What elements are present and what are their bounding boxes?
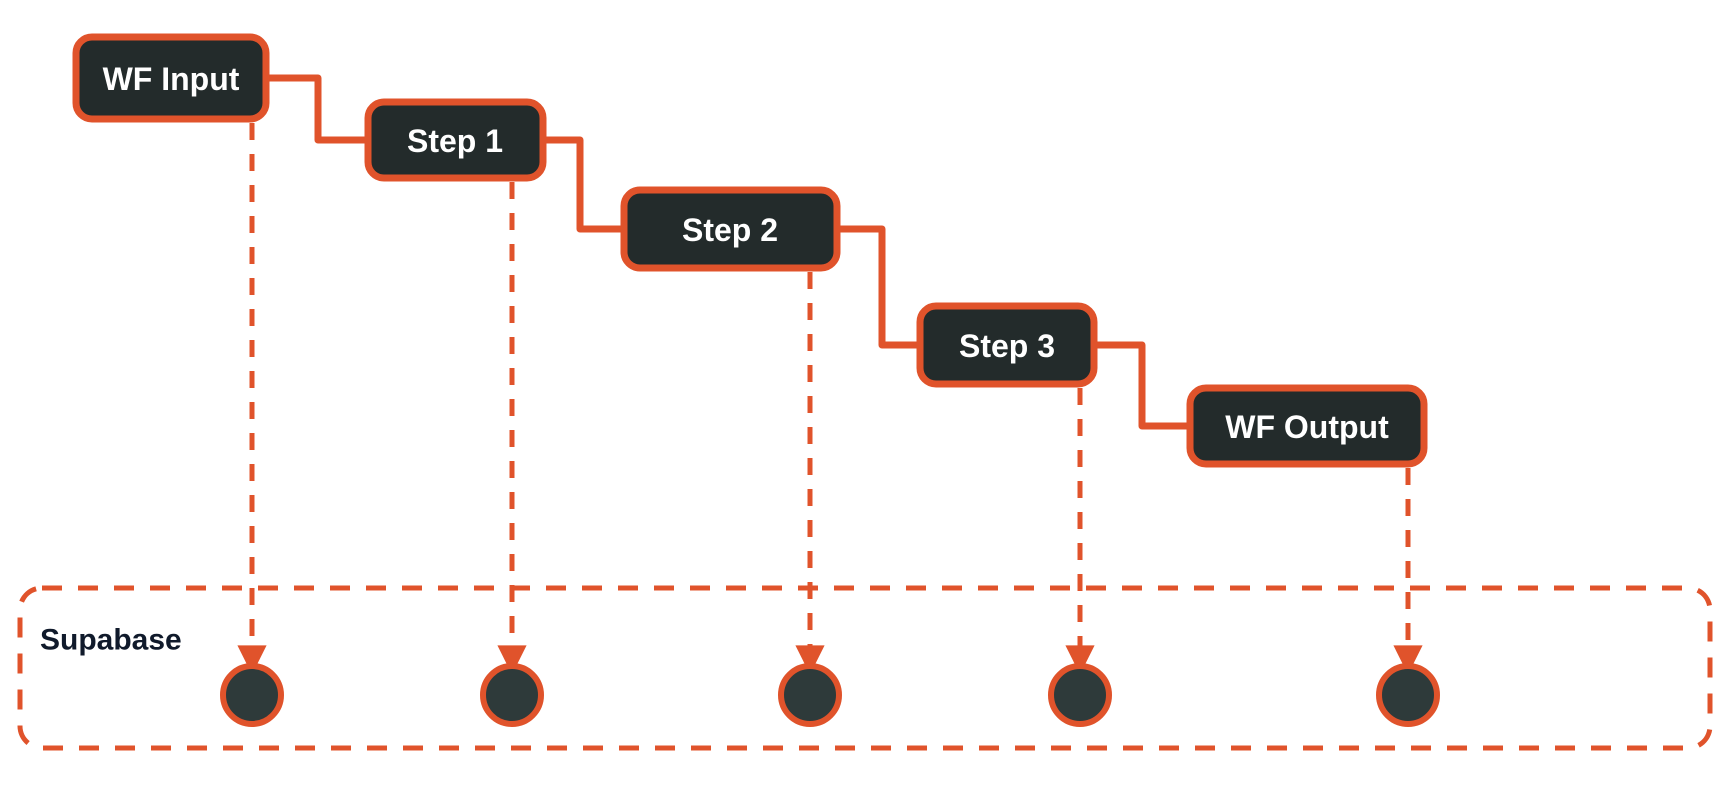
supabase-group: Supabase — [17, 585, 1713, 751]
node-step-3-label: Step 3 — [959, 328, 1055, 364]
node-wf-input[interactable]: WF Input — [72, 33, 270, 123]
node-wf-input-label: WF Input — [103, 61, 240, 97]
store-node-5[interactable] — [1376, 663, 1440, 727]
node-wf-input-box[interactable] — [72, 33, 270, 123]
store-node-4[interactable] — [1048, 663, 1112, 727]
node-step-2[interactable]: Step 2 — [620, 186, 841, 272]
node-step-2-label: Step 2 — [682, 212, 778, 248]
store-node-3[interactable] — [778, 663, 842, 727]
node-step-3-box[interactable] — [916, 302, 1098, 388]
store-connectors — [237, 123, 1423, 675]
edge-step2-step3 — [833, 225, 924, 349]
node-wf-output-box[interactable] — [1186, 384, 1428, 468]
edge-input-step1 — [262, 74, 372, 144]
store-nodes — [220, 663, 1440, 727]
node-step-1[interactable]: Step 1 — [364, 98, 547, 182]
supabase-group-border — [17, 585, 1713, 751]
edge-step3-output — [1090, 341, 1194, 430]
node-wf-output[interactable]: WF Output — [1186, 384, 1428, 468]
node-step-3[interactable]: Step 3 — [916, 302, 1098, 388]
node-step-1-box[interactable] — [364, 98, 547, 182]
store-node-2[interactable] — [480, 663, 544, 727]
node-step-1-label: Step 1 — [407, 123, 503, 159]
flow-connectors — [262, 74, 1194, 430]
store-node-1[interactable] — [220, 663, 284, 727]
edge-step1-step2 — [539, 136, 628, 233]
node-step-2-box[interactable] — [620, 186, 841, 272]
flow-nodes: WF Input Step 1 Step 2 Step 3 WF Output — [72, 33, 1428, 468]
node-wf-output-label: WF Output — [1225, 409, 1389, 445]
supabase-group-label: Supabase — [40, 624, 182, 657]
